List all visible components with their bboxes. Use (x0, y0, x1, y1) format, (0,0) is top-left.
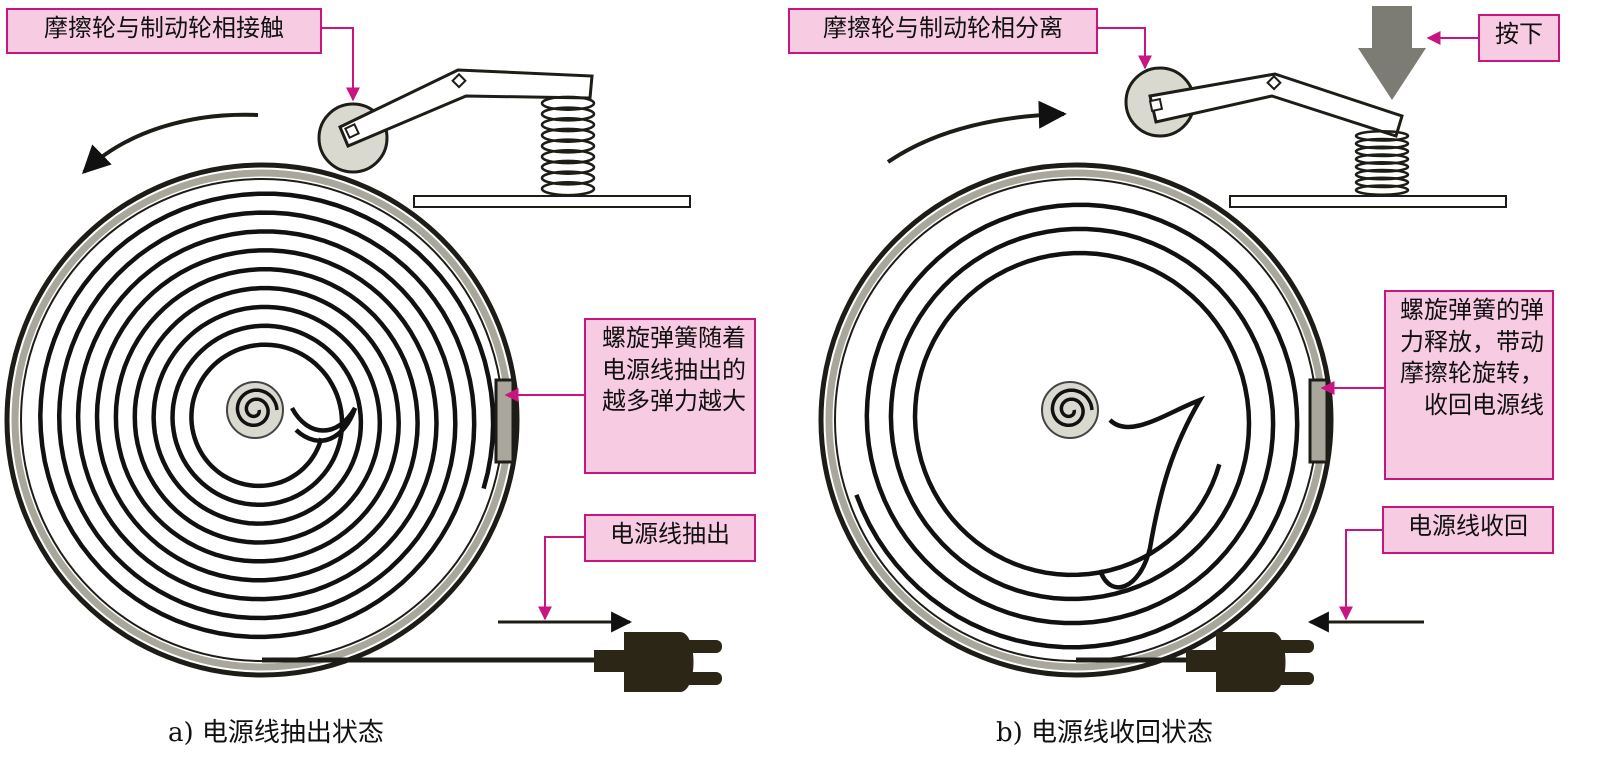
leader-cord-b (1339, 529, 1382, 621)
caption-panel-b: b) 电源线收回状态 (996, 718, 1214, 748)
lever-joint (1266, 74, 1282, 91)
callout-cord-out: 电源线抽出 (584, 514, 756, 562)
spring-inner-tail (1097, 395, 1206, 590)
caption-panel-a: a) 电源线抽出状态 (168, 718, 384, 748)
callout-cord-retract: 电源线收回 (1382, 506, 1554, 554)
hub-swirl (1050, 388, 1094, 428)
leader-contact (322, 27, 360, 102)
drum-latch-notch (1308, 378, 1329, 464)
spring-inner-tail (290, 406, 358, 443)
brake-lever (1148, 72, 1404, 138)
callout-wheel-contact: 摩擦轮与制动轮相接触 (6, 8, 322, 54)
callout-wheel-separate: 摩擦轮与制动轮相分离 (788, 8, 1098, 54)
panel-a-cord-out (4, 27, 722, 692)
callout-spring-release: 螺旋弹簧的弹力释放，带动摩擦轮旋转，收回电源线 (1384, 290, 1554, 480)
lever-joint (451, 72, 467, 89)
panel-b-cord-retract (818, 6, 1507, 692)
power-plug-icon (594, 632, 722, 692)
press-down-arrow-icon (1358, 6, 1426, 100)
lever-pivot (344, 123, 360, 139)
base-plate (1229, 195, 1507, 208)
leader-separate (1098, 27, 1152, 70)
callout-spring-tension: 螺旋弹簧随着电源线抽出的越多弹力越大 (584, 318, 756, 474)
lever-pivot (1148, 97, 1164, 113)
compression-spring (1354, 130, 1410, 197)
rotation-arrow-icon (886, 100, 1067, 164)
power-plug-icon (1186, 632, 1314, 692)
brake-lever (338, 68, 594, 148)
hub-swirl (235, 388, 279, 428)
leader-cord-a (538, 536, 584, 621)
compression-spring (540, 95, 596, 197)
spiral-spring-wound (38, 191, 496, 640)
spiral-spring-released (854, 202, 1300, 650)
rotation-arrow-icon (81, 112, 259, 174)
base-plate (413, 195, 691, 208)
callout-press: 按下 (1478, 14, 1560, 62)
drum-latch-notch (494, 378, 515, 464)
